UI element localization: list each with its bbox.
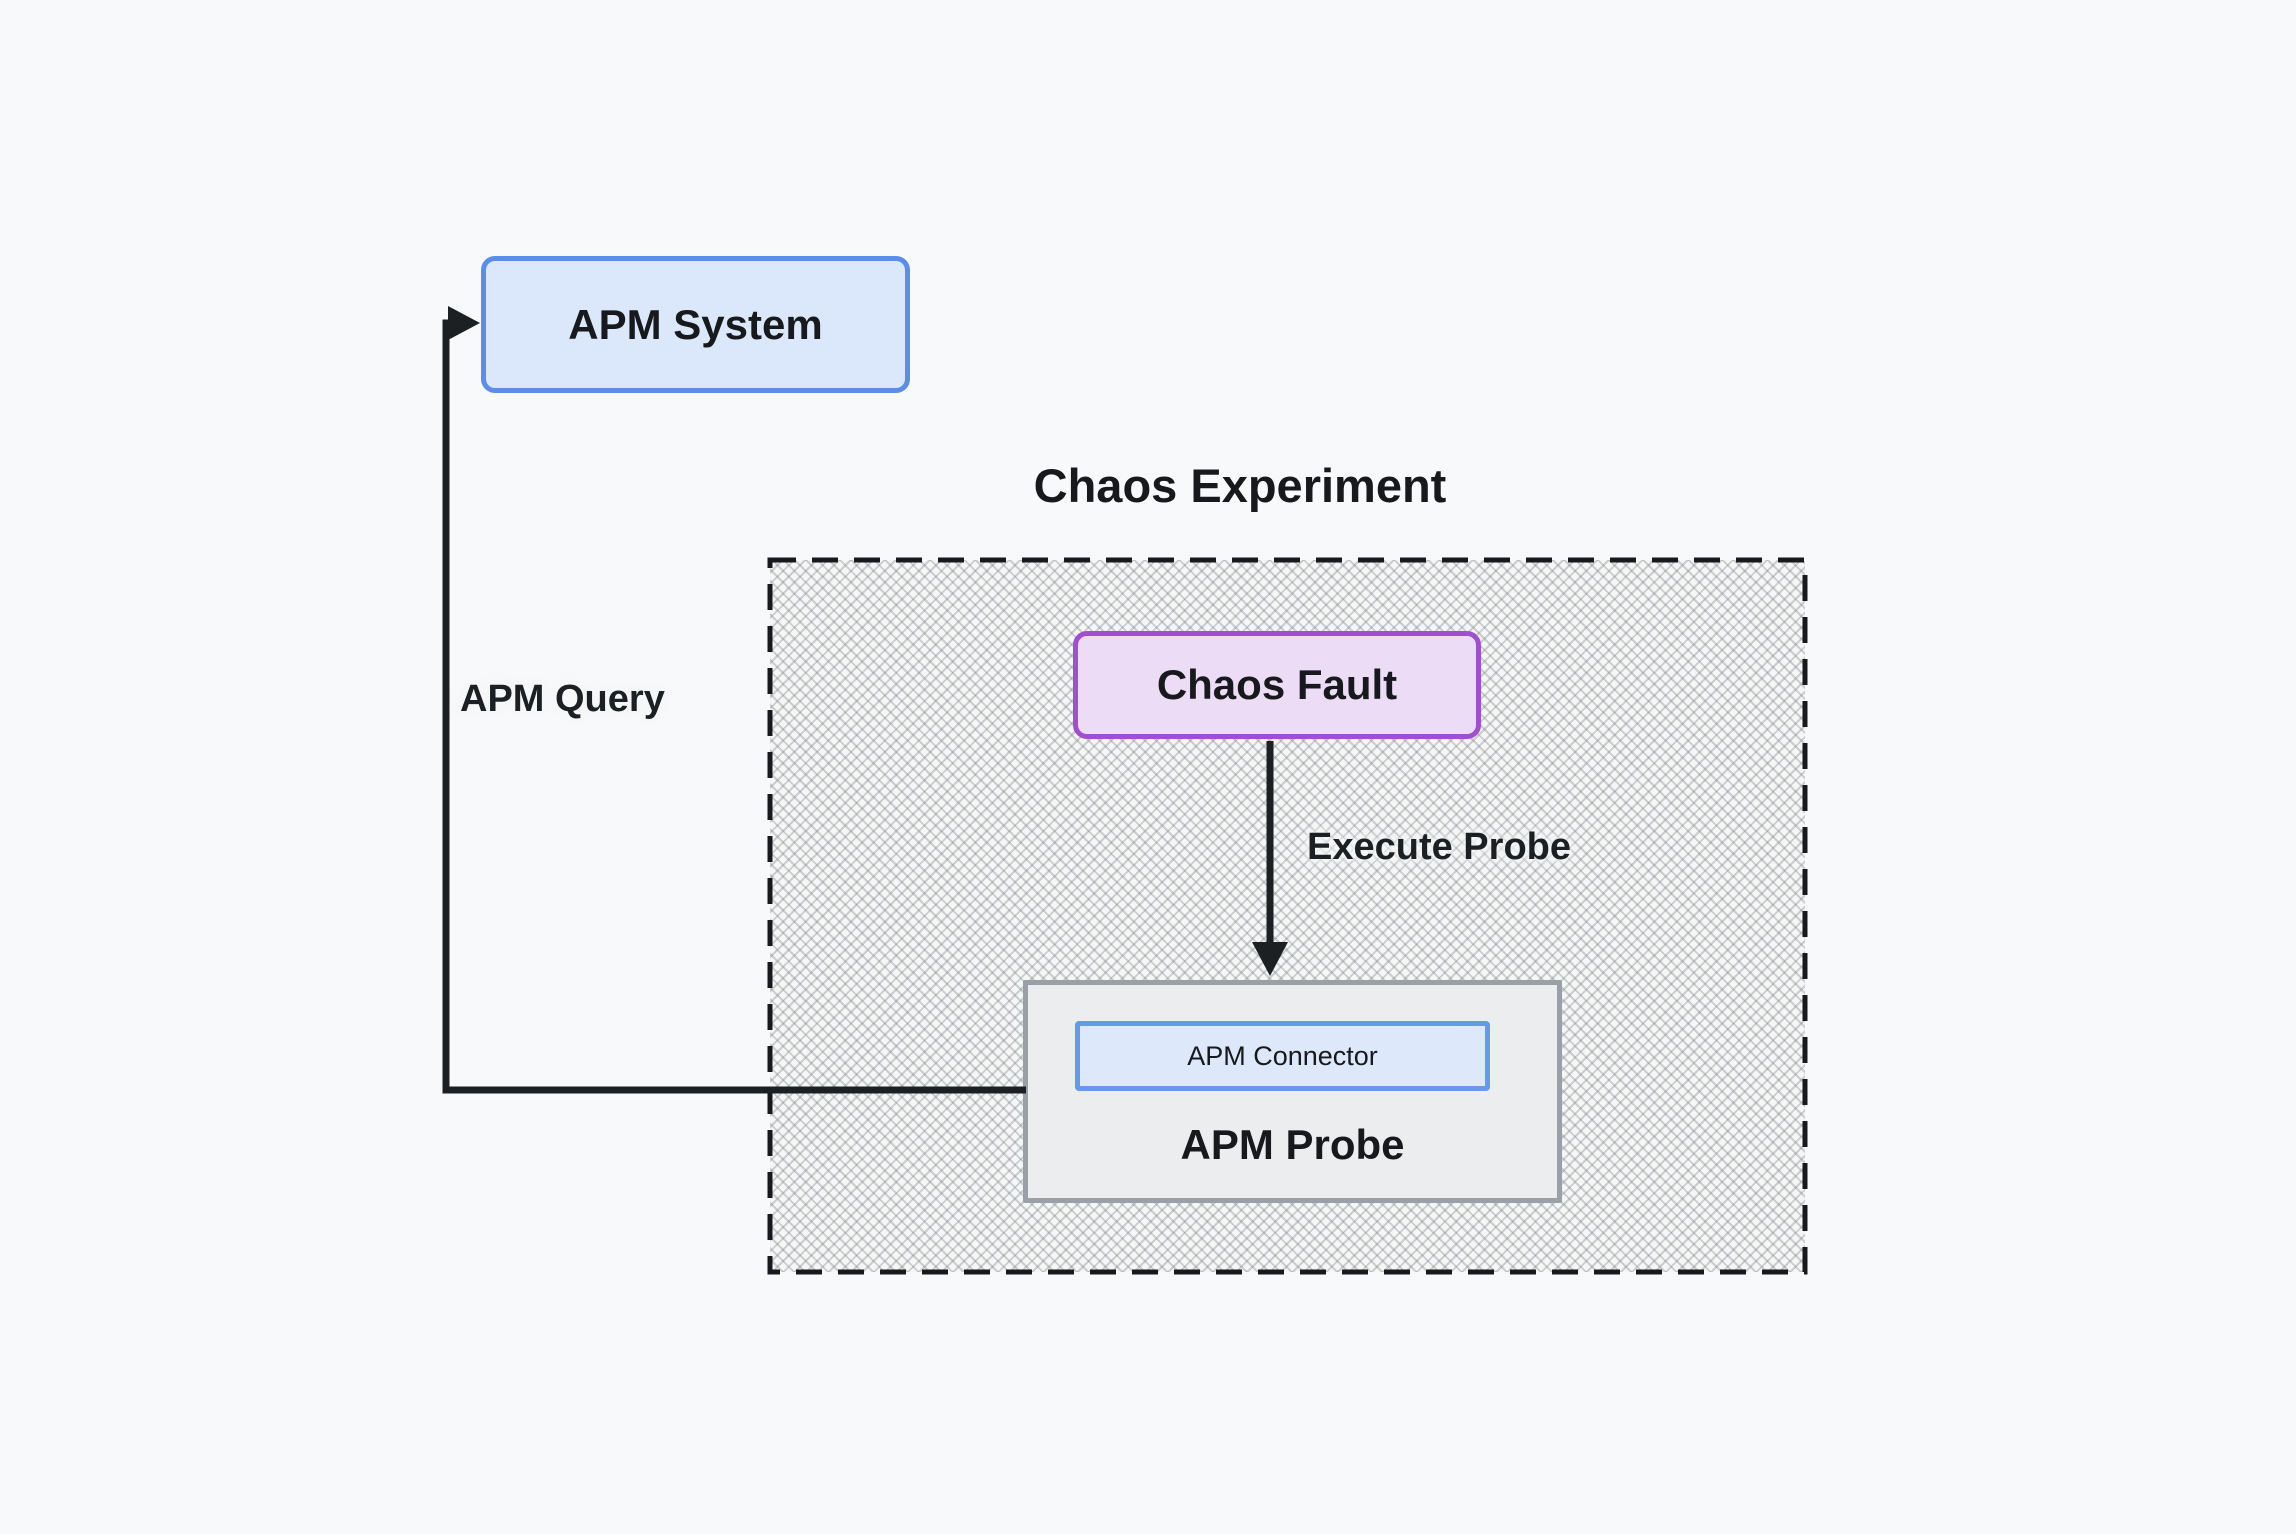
cluster-title: Chaos Experiment	[1033, 459, 1447, 512]
node-chaos-fault-label: Chaos Fault	[1156, 661, 1398, 708]
node-apm-system: APM System	[481, 256, 910, 393]
node-apm-probe-label: APM Probe	[1180, 1121, 1405, 1168]
node-apm-connector-label: APM Connector	[1187, 1040, 1378, 1071]
node-apm-system-label: APM System	[568, 300, 823, 348]
node-apm-probe: APM Connector APM Probe	[1023, 980, 1562, 1203]
node-chaos-fault: Chaos Fault	[1073, 631, 1481, 739]
node-apm-connector: APM Connector	[1075, 1021, 1490, 1091]
edge-label-apm-query: APM Query	[460, 678, 665, 720]
edge-label-execute-probe: Execute Probe	[1307, 826, 1571, 868]
arrowhead-right-icon	[448, 306, 480, 340]
